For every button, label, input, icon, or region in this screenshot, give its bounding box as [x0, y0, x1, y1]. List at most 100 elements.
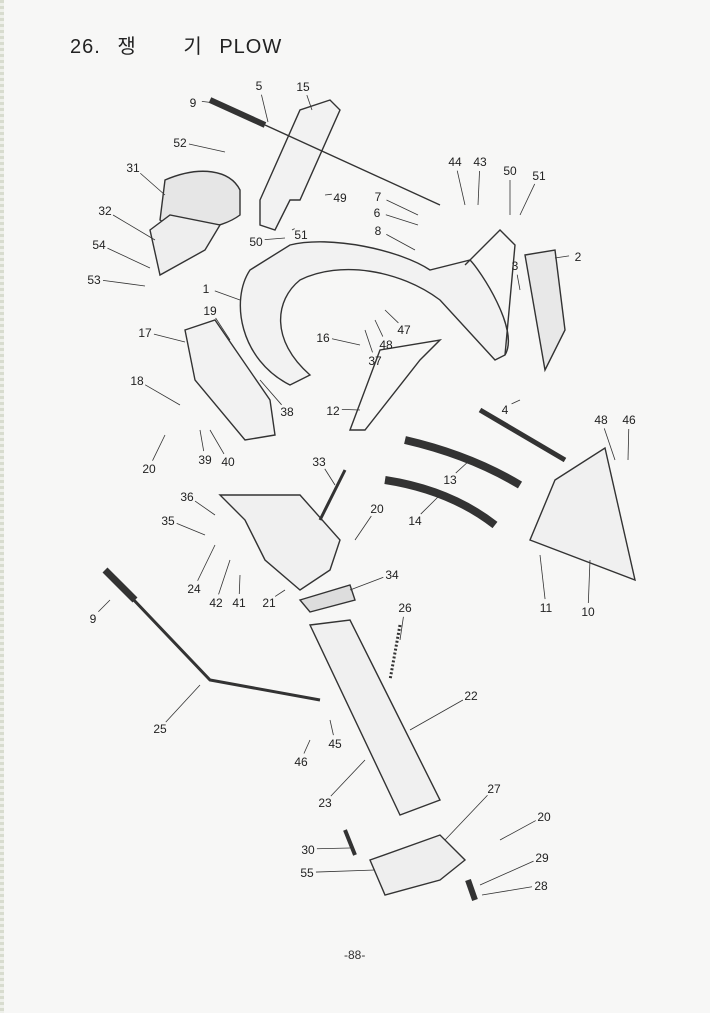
leader-line [444, 794, 488, 841]
part-callout-34: 34 [385, 568, 399, 582]
leader-line [479, 860, 534, 886]
part-bar-13 [404, 436, 523, 489]
part-bracket-32 [149, 214, 222, 277]
leader-line [511, 399, 521, 405]
leader-line [102, 279, 146, 287]
leader-line [539, 554, 546, 600]
leader-line [329, 719, 334, 736]
part-callout-47: 47 [397, 323, 411, 337]
leader-line [238, 574, 241, 595]
leader-line [384, 309, 399, 324]
part-shank-4 [478, 407, 567, 463]
leader-line [152, 434, 166, 461]
leader-line [201, 100, 216, 104]
leader-line [140, 172, 166, 196]
leader-line [214, 290, 241, 301]
part-callout-55: 55 [300, 866, 314, 880]
leader-line [261, 94, 269, 123]
part-callout-38: 38 [280, 405, 294, 419]
part-callout-22: 22 [464, 689, 478, 703]
part-lever-bracket-21 [218, 494, 341, 591]
part-bar-14 [384, 476, 498, 529]
leader-line [519, 183, 536, 216]
part-fitting-28 [465, 879, 478, 901]
part-callout-5: 5 [256, 79, 263, 93]
part-callout-18: 18 [130, 374, 144, 388]
leader-line [331, 338, 361, 346]
part-callout-39: 39 [198, 453, 212, 467]
leader-line [456, 170, 466, 206]
part-callout-4: 4 [502, 403, 509, 417]
part-callout-40: 40 [221, 455, 235, 469]
leader-line [330, 759, 366, 797]
section-number: 26. [70, 36, 101, 58]
part-callout-7: 7 [375, 190, 382, 204]
part-frame-upright [464, 229, 516, 356]
part-bolt-30 [343, 829, 357, 856]
leader-line [386, 234, 416, 251]
part-callout-6: 6 [374, 206, 381, 220]
part-callout-48: 48 [594, 413, 608, 427]
leader-line [477, 170, 480, 206]
leader-line [385, 214, 419, 226]
part-plate-17 [184, 319, 276, 441]
part-callout-20: 20 [370, 502, 384, 516]
leader-line [153, 333, 186, 343]
leader-line [188, 143, 226, 153]
part-segment-34 [298, 584, 356, 613]
leader-line [316, 847, 351, 850]
part-callout-8: 8 [375, 224, 382, 238]
leader-line [165, 684, 201, 723]
part-callout-2: 2 [575, 250, 582, 264]
leader-line [409, 699, 464, 731]
leader-line [197, 544, 216, 581]
leader-line [264, 237, 286, 241]
part-callout-16: 16 [316, 331, 330, 345]
part-callout-15: 15 [296, 80, 310, 94]
part-stand-22 [308, 619, 441, 816]
part-callout-33: 33 [312, 455, 326, 469]
part-main-frame [239, 241, 509, 386]
title-english: PLOW [219, 36, 283, 58]
part-callout-11: 11 [540, 601, 553, 615]
part-grip-9 [102, 567, 138, 603]
leader-line [374, 319, 384, 337]
leader-line [399, 616, 404, 641]
leader-line [455, 459, 471, 474]
leader-line [107, 247, 151, 269]
part-callout-35: 35 [161, 514, 175, 528]
part-callout-10: 10 [581, 605, 595, 619]
part-share-10 [529, 446, 636, 582]
part-moldboard-2 [524, 249, 566, 373]
part-callout-26: 26 [398, 601, 412, 615]
part-upper-frame [259, 99, 341, 231]
leader-line [516, 274, 521, 291]
leader-line [354, 515, 372, 541]
leader-line [194, 500, 216, 516]
part-callout-20: 20 [537, 810, 551, 824]
part-bracket-27 [369, 834, 467, 896]
part-callout-21: 21 [262, 596, 276, 610]
part-callout-30: 30 [301, 843, 315, 857]
part-bolt-33 [318, 469, 347, 521]
part-callout-37: 37 [368, 354, 382, 368]
part-callout-27: 27 [487, 782, 501, 796]
part-callout-29: 29 [535, 851, 549, 865]
leader-line [112, 214, 156, 241]
leader-line [315, 869, 376, 873]
part-callout-41: 41 [232, 596, 246, 610]
part-callout-3: 3 [512, 259, 519, 273]
leader-line [603, 428, 616, 461]
part-callout-17: 17 [138, 326, 152, 340]
part-callout-25: 25 [153, 722, 167, 736]
part-callout-42: 42 [209, 596, 223, 610]
title-korean-1: 쟁 [117, 36, 137, 58]
part-spring-26 [388, 624, 402, 681]
leader-line [291, 228, 295, 231]
part-grip-9-top [208, 97, 267, 128]
leader-line [199, 429, 205, 452]
leader-line [587, 559, 591, 604]
part-callout-12: 12 [326, 404, 340, 418]
part-callout-50: 50 [249, 235, 263, 249]
